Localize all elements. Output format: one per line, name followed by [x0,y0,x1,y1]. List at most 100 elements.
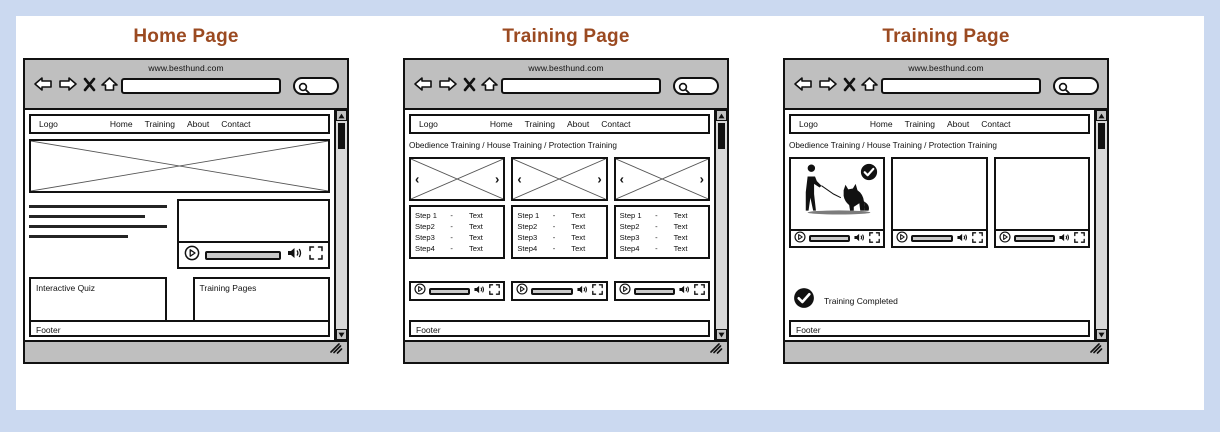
scroll-down-icon[interactable] [1096,329,1107,340]
video-player[interactable] [511,281,608,301]
home-icon[interactable] [101,76,118,97]
carousel-next-icon[interactable]: › [699,171,704,187]
play-icon[interactable] [619,282,631,300]
speaker-icon[interactable] [853,230,866,248]
back-arrow-icon[interactable] [793,76,813,97]
nav-link-about[interactable]: About [947,119,970,129]
step-list: Step 1 - Text Step2 - Text [409,205,506,259]
video-player[interactable] [789,229,886,248]
search-box[interactable] [1053,77,1099,95]
play-icon[interactable] [516,282,528,300]
scroll-up-icon[interactable] [336,110,347,121]
nav-logo[interactable]: Logo [39,119,58,129]
breadcrumb[interactable]: Obedience Training / House Training / Pr… [409,141,617,150]
video-player[interactable] [613,281,710,301]
vertical-scrollbar[interactable] [334,110,347,340]
fullscreen-icon[interactable] [309,245,323,265]
scrollbar-thumb[interactable] [338,123,345,149]
scroll-up-icon[interactable] [1096,110,1107,121]
nav-link-training[interactable]: Training [524,119,556,129]
fullscreen-icon[interactable] [1074,230,1085,248]
carousel-prev-icon[interactable]: ‹ [415,171,420,187]
forward-arrow-icon[interactable] [58,76,78,97]
play-icon[interactable] [414,282,426,300]
home-icon[interactable] [861,76,878,97]
nav-link-contact[interactable]: Contact [601,119,631,129]
progress-bar[interactable] [429,287,471,295]
nav-link-contact[interactable]: Contact [221,119,251,129]
nav-link-home[interactable]: Home [489,119,513,129]
nav-link-contact[interactable]: Contact [981,119,1011,129]
speaker-icon[interactable] [473,282,486,300]
carousel-next-icon[interactable]: › [494,171,500,187]
search-box[interactable] [293,77,339,95]
fullscreen-icon[interactable] [489,282,501,300]
carousel-next-icon[interactable]: › [597,171,602,187]
play-icon[interactable] [794,230,806,248]
forward-arrow-icon[interactable] [818,76,838,97]
resize-grip-icon[interactable] [329,341,343,359]
resize-grip-icon[interactable] [1089,341,1103,359]
scroll-up-icon[interactable] [716,110,727,121]
play-icon[interactable] [896,230,908,248]
progress-bar[interactable] [809,235,851,242]
video-player[interactable] [993,229,1090,248]
speaker-icon[interactable] [1058,230,1071,248]
play-icon[interactable] [999,230,1011,248]
close-x-icon[interactable] [83,77,96,97]
scrollbar-track[interactable] [336,121,347,329]
forward-arrow-icon[interactable] [438,76,458,97]
speaker-icon[interactable] [956,230,969,248]
progress-bar[interactable] [633,287,675,295]
scrollbar-track[interactable] [716,121,727,329]
card-training-pages[interactable]: Training Pages [192,277,330,325]
nav-logo[interactable]: Logo [799,119,818,129]
text-line [29,225,167,228]
back-arrow-icon[interactable] [413,76,433,97]
speaker-icon[interactable] [678,282,691,300]
address-bar[interactable] [121,78,281,94]
fullscreen-icon[interactable] [971,230,983,248]
home-icon[interactable] [481,76,498,97]
carousel-prev-icon[interactable]: ‹ [517,171,522,187]
fullscreen-icon[interactable] [694,282,705,300]
vertical-scrollbar[interactable] [714,110,727,340]
nav-link-home[interactable]: Home [109,119,133,129]
breadcrumb[interactable]: Obedience Training / House Training / Pr… [789,141,997,150]
nav-link-training[interactable]: Training [144,119,176,129]
video-player[interactable] [177,199,330,269]
scrollbar-track[interactable] [1096,121,1107,329]
search-box[interactable] [673,77,719,95]
card-interactive-quiz[interactable]: Interactive Quiz [29,277,167,325]
scrollbar-thumb[interactable] [718,123,725,149]
back-arrow-icon[interactable] [33,76,53,97]
progress-bar[interactable] [531,287,573,295]
step-row: Step4 - Text [517,243,601,254]
vertical-scrollbar[interactable] [1094,110,1107,340]
close-x-icon[interactable] [843,77,856,97]
video-player[interactable] [409,281,506,301]
step-value: Text [571,244,586,253]
speaker-icon[interactable] [576,282,589,300]
scroll-down-icon[interactable] [336,329,347,340]
speaker-icon[interactable] [286,246,304,265]
progress-bar[interactable] [205,250,281,260]
nav-link-about[interactable]: About [567,119,590,129]
nav-link-training[interactable]: Training [904,119,936,129]
close-x-icon[interactable] [463,77,476,97]
resize-grip-icon[interactable] [709,341,723,359]
address-bar[interactable] [881,78,1041,94]
fullscreen-icon[interactable] [591,282,603,300]
nav-logo[interactable]: Logo [419,119,438,129]
play-icon[interactable] [184,245,200,266]
fullscreen-icon[interactable] [869,230,881,248]
nav-link-about[interactable]: About [187,119,210,129]
progress-bar[interactable] [911,235,953,242]
address-bar[interactable] [501,78,661,94]
scroll-down-icon[interactable] [716,329,727,340]
scrollbar-thumb[interactable] [1098,123,1105,149]
carousel-prev-icon[interactable]: ‹ [619,171,624,187]
video-player[interactable] [891,229,988,248]
nav-link-home[interactable]: Home [869,119,893,129]
progress-bar[interactable] [1013,235,1055,242]
